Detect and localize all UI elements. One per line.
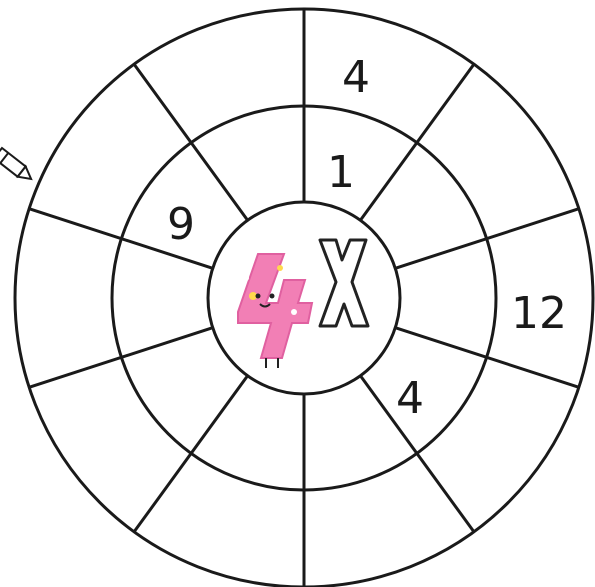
outer-right-number: 12 [511, 288, 567, 339]
divider-line [134, 64, 248, 220]
divider-line [134, 376, 248, 532]
inner-upper-left-number: 9 [167, 199, 195, 250]
center-circle [208, 202, 400, 394]
divider-line [360, 64, 474, 220]
multiply-symbol [320, 240, 368, 326]
inner-lower-right-number: 4 [396, 373, 424, 424]
divider-line [29, 328, 213, 388]
pencil-icon [0, 148, 35, 184]
inner-top-number: 1 [327, 147, 355, 198]
divider-line [395, 209, 579, 269]
outer-top-number: 4 [342, 52, 370, 103]
cute-four-character [238, 254, 312, 368]
